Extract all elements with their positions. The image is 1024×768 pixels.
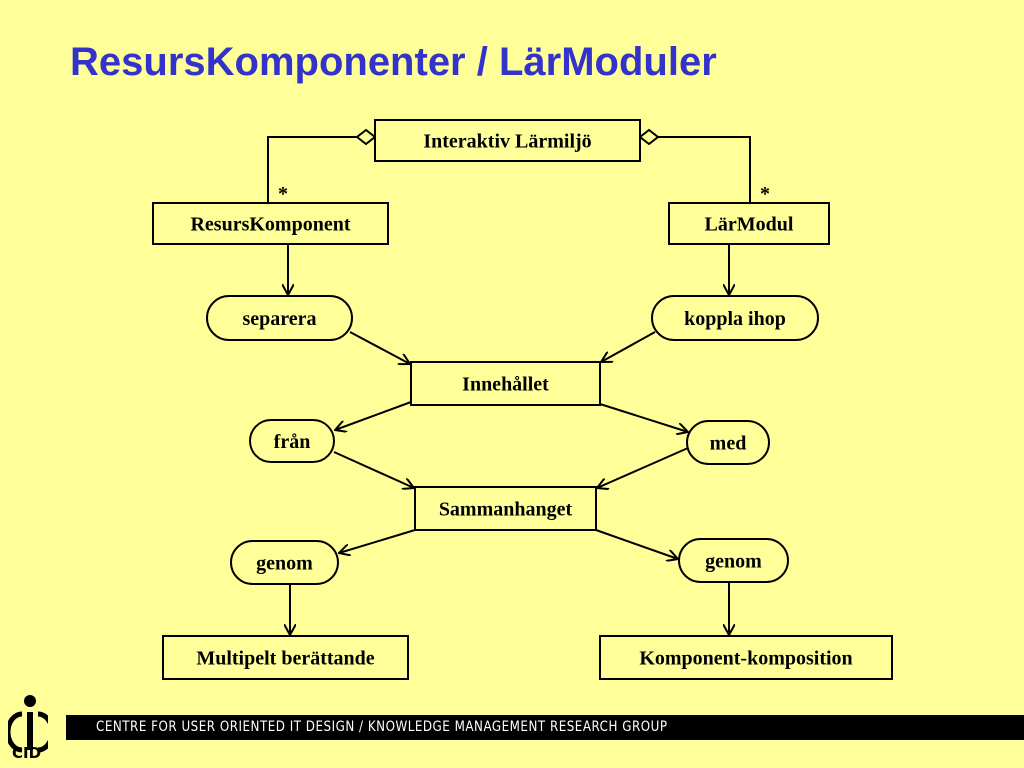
node-resurskomponent: ResursKomponent xyxy=(152,202,389,245)
arrow-edge xyxy=(599,403,688,432)
slide-title: ResursKomponenter / LärModuler xyxy=(70,40,717,84)
node-separera: separera xyxy=(206,295,353,341)
arrow-edge xyxy=(349,331,410,364)
class-box xyxy=(414,486,597,531)
node-label: genom xyxy=(256,553,313,575)
arrow-edge xyxy=(595,529,678,559)
node-label: Innehållet xyxy=(462,374,549,396)
node-genom-right: genom xyxy=(678,538,789,583)
arrow-edge xyxy=(333,451,414,488)
node-label: Sammanhanget xyxy=(439,499,573,521)
node-label: genom xyxy=(705,551,762,573)
logo-text: CID xyxy=(12,744,42,762)
node-larmodul: LärModul xyxy=(668,202,830,245)
node-label: ResursKomponent xyxy=(190,214,350,236)
node-label: koppla ihop xyxy=(684,308,786,330)
node-koppla: koppla ihop xyxy=(651,295,819,341)
class-box xyxy=(374,119,641,162)
aggregation-edge: * xyxy=(267,128,377,205)
node-label: med xyxy=(710,433,747,455)
node-genom-left: genom xyxy=(230,540,339,585)
action-pill xyxy=(206,295,353,341)
arrow-edge xyxy=(335,401,412,430)
action-pill xyxy=(651,295,819,341)
node-label: separera xyxy=(242,308,316,330)
node-label: Multipelt berättande xyxy=(196,648,374,670)
node-innehallet: Innehållet xyxy=(410,361,601,406)
class-box xyxy=(152,202,389,245)
node-label: Interaktiv Lärmiljö xyxy=(423,131,591,153)
action-pill xyxy=(678,538,789,583)
aggregation-diamond-icon xyxy=(638,128,660,146)
action-pill xyxy=(249,419,335,463)
class-box xyxy=(599,635,893,680)
class-box xyxy=(410,361,601,406)
footer-bar: CENTRE FOR USER ORIENTED IT DESIGN / KNO… xyxy=(66,715,1024,740)
node-label: från xyxy=(274,431,311,453)
node-med: med xyxy=(686,420,770,465)
node-sammanhanget: Sammanhanget xyxy=(414,486,597,531)
node-label: LärModul xyxy=(705,214,794,236)
multiplicity-label: * xyxy=(760,183,770,205)
node-multipelt: Multipelt berättande xyxy=(162,635,409,680)
action-pill xyxy=(686,420,770,465)
action-pill xyxy=(230,540,339,585)
arrow-edge xyxy=(597,447,689,488)
node-interaktiv: Interaktiv Lärmiljö xyxy=(374,119,641,162)
class-box xyxy=(162,635,409,680)
cid-logo-icon xyxy=(8,695,48,753)
aggregation-edge: * xyxy=(638,128,770,205)
node-komponent: Komponent-komposition xyxy=(599,635,893,680)
node-fran: från xyxy=(249,419,335,463)
multiplicity-label: * xyxy=(278,183,288,205)
arrow-edge xyxy=(339,529,416,553)
footer-text: CENTRE FOR USER ORIENTED IT DESIGN / KNO… xyxy=(96,719,668,735)
node-label: Komponent-komposition xyxy=(639,648,852,670)
aggregation-diamond-icon xyxy=(355,128,377,146)
class-box xyxy=(668,202,830,245)
arrow-edge xyxy=(601,331,656,362)
